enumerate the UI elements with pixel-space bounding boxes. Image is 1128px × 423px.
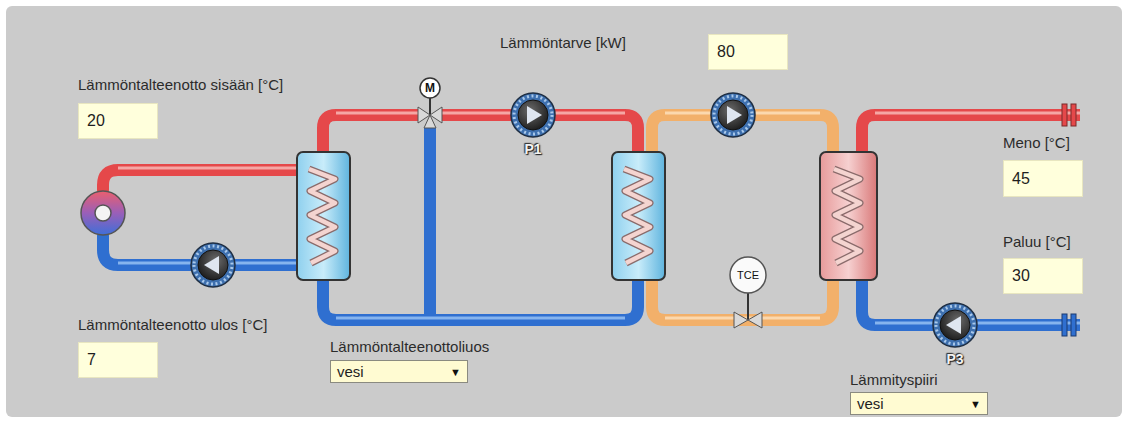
valve-tag: TCE bbox=[726, 268, 770, 282]
field-label: Paluu [°C] bbox=[1003, 233, 1071, 251]
hot-pipe bbox=[555, 115, 638, 152]
hot-pipe bbox=[103, 170, 297, 191]
pump-symbol bbox=[933, 303, 977, 347]
dropdown: Lämmityspiiri vesi ▼ bbox=[850, 371, 988, 415]
cold-pipe bbox=[424, 128, 436, 320]
actuator-letter: M bbox=[418, 79, 442, 97]
pipe-connector-group bbox=[442, 113, 511, 115]
pipe-highlight bbox=[442, 112, 511, 115]
input-field: Lämmöntarve [kW] 80 bbox=[500, 34, 788, 70]
expansion-valve-outline bbox=[726, 255, 770, 335]
valve-body bbox=[424, 115, 436, 128]
dropdown: Lämmöntalteenottoliuos vesi ▼ bbox=[330, 338, 490, 383]
field-value: 20 bbox=[87, 112, 105, 130]
value-box: 80 bbox=[708, 34, 788, 70]
motor-valve: M bbox=[418, 76, 442, 128]
dropdown-box: vesi ▼ bbox=[850, 392, 988, 415]
flange bbox=[1062, 314, 1067, 336]
pump-symbol: P1 bbox=[511, 91, 555, 163]
field-value: 80 bbox=[717, 43, 735, 61]
heat-source bbox=[81, 191, 125, 235]
pipe-highlight bbox=[665, 113, 820, 318]
expansion-valve: TCE bbox=[726, 255, 770, 335]
field-value: vesi bbox=[857, 395, 884, 412]
cold-pipes bbox=[103, 128, 1080, 325]
valve-body bbox=[734, 312, 748, 328]
field-value: 45 bbox=[1012, 170, 1030, 188]
pump-label: P1 bbox=[511, 140, 555, 158]
input-field: Paluu [°C] 30 bbox=[1003, 233, 1083, 294]
field-label: Lämmöntalteenotto ulos [°C] bbox=[78, 316, 267, 334]
hot-pipe bbox=[862, 115, 1080, 152]
refrigerant-pipes bbox=[652, 113, 833, 320]
pump-symbol: P3 bbox=[933, 303, 977, 375]
value-box: 30 bbox=[1003, 258, 1083, 294]
brine-pump bbox=[191, 243, 235, 287]
valve-stem bbox=[747, 293, 749, 320]
heat-exchanger bbox=[297, 152, 350, 280]
hot-pipes bbox=[103, 113, 1080, 191]
field-label: Lämmöntalteenotto sisään [°C] bbox=[78, 76, 283, 94]
flange bbox=[1062, 104, 1067, 126]
dropdown-arrow: ▼ bbox=[450, 366, 461, 378]
heat-exchanger bbox=[612, 152, 665, 280]
field-label: Lämmityspiiri bbox=[850, 371, 938, 389]
hot-pipe bbox=[442, 109, 511, 121]
input-field: Lämmöntalteenotto ulos [°C] 7 bbox=[78, 316, 268, 378]
field-label: Lämmöntalteenottoliuos bbox=[330, 338, 489, 356]
flange bbox=[1071, 104, 1076, 126]
condenser bbox=[820, 152, 877, 280]
field-label: Lämmöntarve [kW] bbox=[500, 34, 626, 52]
field-value: 30 bbox=[1012, 267, 1030, 285]
dropdown-box: vesi ▼ bbox=[330, 360, 468, 383]
pump-label: P3 bbox=[933, 350, 977, 368]
value-box: 7 bbox=[78, 342, 158, 378]
value-box: 45 bbox=[1003, 160, 1083, 197]
field-value: 7 bbox=[87, 351, 96, 369]
hot-pipe bbox=[323, 115, 418, 152]
background-panel bbox=[6, 6, 1122, 417]
value-box: 20 bbox=[78, 103, 158, 139]
input-field: Meno [°C] 45 bbox=[1003, 134, 1083, 197]
pump-symbol bbox=[511, 93, 555, 137]
dropdown-arrow: ▼ bbox=[970, 398, 981, 410]
compressor bbox=[711, 93, 755, 137]
field-value: vesi bbox=[337, 363, 364, 380]
field-label: Meno [°C] bbox=[1003, 134, 1070, 152]
input-field: Lämmöntalteenotto sisään [°C] 20 bbox=[78, 76, 284, 139]
pipe-highlight bbox=[118, 113, 1080, 168]
valve-body bbox=[748, 312, 762, 328]
cold-pipe bbox=[323, 280, 638, 320]
valve-stem bbox=[429, 98, 431, 115]
flange bbox=[1071, 314, 1076, 336]
